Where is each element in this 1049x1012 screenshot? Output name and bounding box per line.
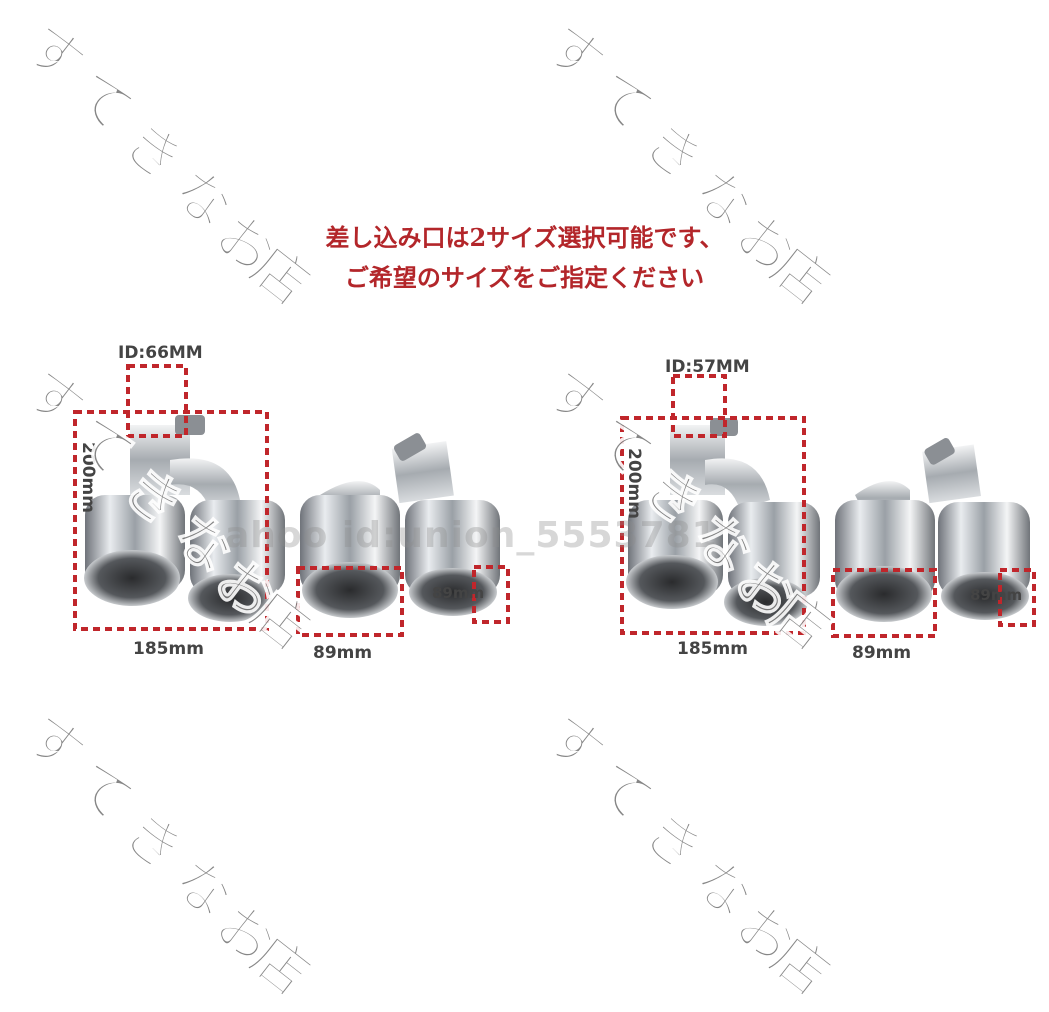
watermark-bottom-left: す て き な お 店 [12,700,323,1010]
height-label: 200mm [78,442,98,513]
heading-line-2: ご希望のサイズをご指定ください [344,263,705,292]
tip-diameter-label: 89mm [970,586,1023,604]
tip-width-box [831,568,937,638]
tip-diameter-box [998,568,1036,627]
right-product-image: ID:57MM 200mm 185mm 89mm 89mm [580,330,1049,670]
heading: 差し込み口は2サイズ選択可能です、 ご希望のサイズをご指定ください [0,218,1049,298]
id-label: ID:66MM [118,343,203,363]
id-dimension-box [126,364,188,438]
heading-line-1: 差し込み口は2サイズ選択可能です、 [325,223,724,252]
right-exhaust-illustration [620,374,1036,638]
width-label: 185mm [133,639,204,659]
height-label: 200mm [624,448,644,519]
tip-diameter-label: 89mm [432,584,485,602]
id-label: ID:57MM [665,357,750,377]
watermark-bottom-right: す て き な お 店 [532,700,843,1010]
tip-width-label: 89mm [313,643,373,663]
left-product-image: ID:66MM 200mm 185mm 89mm 89mm [60,330,530,670]
length-dimension-box [620,416,806,635]
tip-diameter-box [472,565,510,624]
id-dimension-box [671,374,727,438]
width-label: 185mm [677,639,748,659]
length-dimension-box [73,410,269,631]
tip-width-label: 89mm [852,643,912,663]
tip-width-box [296,566,404,637]
left-exhaust-illustration [73,364,510,637]
overlay-id-text: ahoo id:union_5553781 [225,515,718,556]
